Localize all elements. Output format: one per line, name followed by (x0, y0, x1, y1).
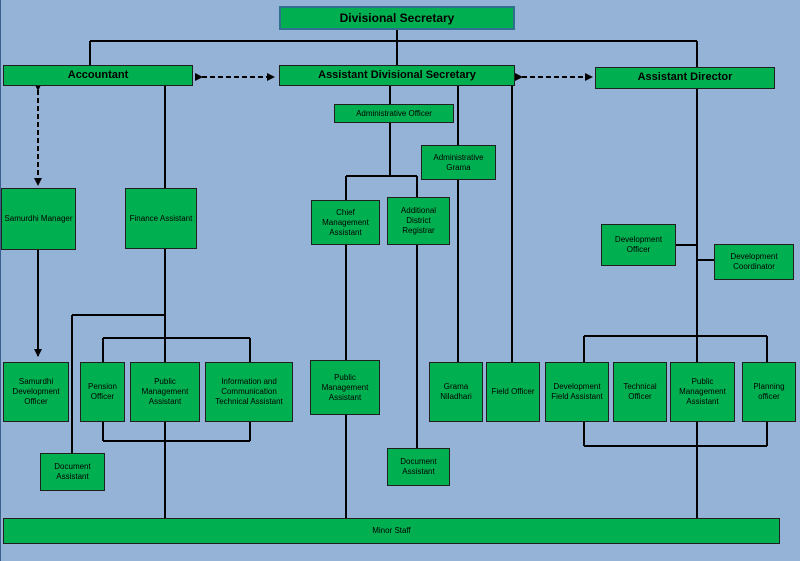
public-management-assistant-1-box: Public Management Assistant (130, 362, 200, 422)
administrative-grama-box: Administrative Grama (421, 145, 496, 180)
additional-district-registrar-label: Additional District Registrar (400, 206, 437, 235)
technical-officer-box: Technical Officer (613, 362, 667, 422)
minor-staff-box: Minor Staff (3, 518, 780, 544)
administrative-grama-label: Administrative Grama (433, 152, 484, 172)
document-assistant-1-box: Document Assistant (40, 453, 105, 491)
ict-assistant-label: Information and Communication Technical … (215, 377, 283, 406)
ict-assistant-box: Information and Communication Technical … (205, 362, 293, 422)
accountant-label: Accountant (67, 68, 129, 81)
public-management-assistant-3-label: Public Management Assistant (679, 377, 726, 406)
samurdhi-manager-label: Samurdhi Manager (4, 214, 73, 223)
samurdhi-manager-box: Samurdhi Manager (1, 188, 76, 250)
pension-officer-box: Pension Officer (80, 362, 125, 422)
planning-officer-box: Planning officer (742, 362, 796, 422)
samurdhi-development-officer-box: Samurdhi Development Officer (3, 362, 69, 422)
public-management-assistant-2-label: Public Management Assistant (321, 372, 369, 402)
field-officer-box: Field Officer (486, 362, 540, 422)
assistant-divisional-secretary-box: Assistant Divisional Secretary (279, 65, 515, 86)
document-assistant-1-label: Document Assistant (54, 462, 91, 481)
development-coordinator-label: Development Coordinator (730, 252, 778, 271)
grama-niladhari-label: Grama Niladhari (440, 382, 472, 401)
assistant-divisional-secretary-label: Assistant Divisional Secretary (318, 68, 476, 81)
divisional-secretary-box: Divisional Secretary (279, 6, 515, 30)
public-management-assistant-2-box: Public Management Assistant (310, 360, 380, 415)
additional-district-registrar-box: Additional District Registrar (387, 197, 450, 245)
divisional-secretary-label: Divisional Secretary (339, 10, 455, 25)
finance-assistant-label: Finance Assistant (129, 213, 193, 223)
samurdhi-development-officer-label: Samurdhi Development Officer (12, 377, 60, 406)
document-assistant-2-box: Document Assistant (387, 448, 450, 486)
assistant-director-label: Assistant Director (637, 71, 733, 84)
public-management-assistant-1-label: Public Management Assistant (141, 377, 189, 406)
field-officer-label: Field Officer (491, 387, 535, 396)
chief-management-assistant-box: Chief Management Assistant (311, 200, 380, 245)
development-officer-label: Development Officer (614, 235, 663, 254)
document-assistant-2-label: Document Assistant (400, 457, 437, 476)
grama-niladhari-box: Grama Niladhari (429, 362, 483, 422)
left-border (0, 0, 1, 561)
development-officer-box: Development Officer (601, 224, 676, 266)
finance-assistant-box: Finance Assistant (125, 188, 197, 249)
administrative-officer-box: Administrative Officer (334, 104, 454, 123)
pension-officer-label: Pension Officer (88, 382, 117, 401)
public-management-assistant-3-box: Public Management Assistant (670, 362, 735, 422)
chief-management-assistant-label: Chief Management Assistant (322, 207, 369, 237)
administrative-officer-label: Administrative Officer (356, 108, 432, 118)
development-field-assistant-label: Development Field Assistant (551, 382, 603, 401)
technical-officer-label: Technical Officer (623, 382, 657, 401)
assistant-director-box: Assistant Director (595, 67, 775, 89)
development-field-assistant-box: Development Field Assistant (545, 362, 609, 422)
accountant-box: Accountant (3, 65, 193, 86)
minor-staff-label: Minor Staff (372, 526, 411, 535)
development-coordinator-box: Development Coordinator (714, 244, 794, 280)
planning-officer-label: Planning officer (753, 382, 785, 401)
